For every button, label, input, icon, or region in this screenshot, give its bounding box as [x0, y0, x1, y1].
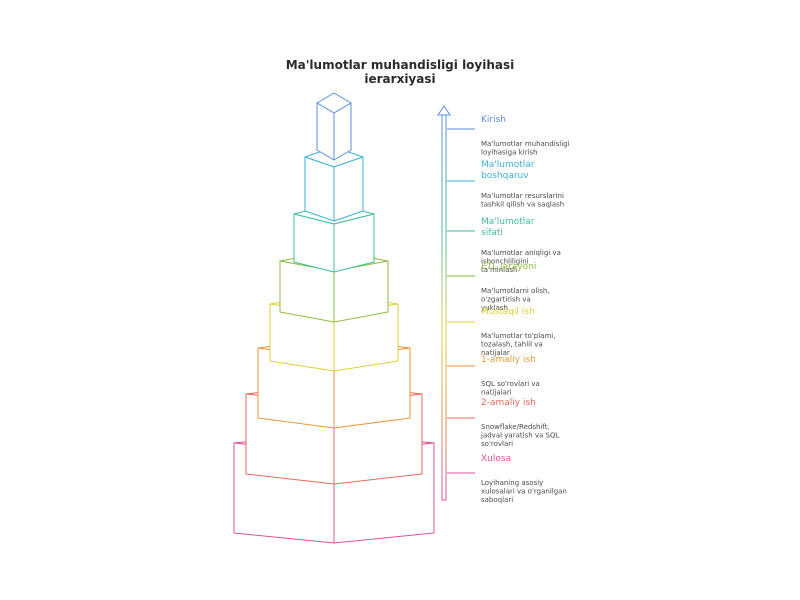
level-label: boshqaruv	[481, 171, 529, 181]
level-description: Loyihaning asosiy	[481, 479, 543, 487]
level-description: ishonchliligini	[481, 258, 529, 266]
level-description: natijalar	[481, 349, 510, 357]
title-line-2: ierarxiyasi	[364, 72, 436, 86]
level-label: ETL jarayoni	[481, 262, 536, 272]
level-label: Mustaqil ish	[481, 307, 535, 317]
diagram-title: Ma'lumotlar muhandisligi loyihasi ierarx…	[250, 58, 550, 86]
pyramid-box-3	[293, 203, 375, 273]
box-right-face	[333, 102, 352, 161]
level-description: o'zgartirish va	[481, 296, 531, 304]
level-description: xulosalari va o'rganilgan	[481, 488, 567, 496]
level-description: saboqlari	[481, 496, 513, 504]
level-description: tashkil qilish va saqlash	[481, 201, 564, 209]
level-label: 1-amaliy ish	[481, 355, 536, 365]
level-label: Ma'lumotlar	[481, 160, 535, 170]
level-description: yuklash	[481, 304, 508, 312]
level-label: sifati	[481, 228, 503, 238]
title-line-1: Ma'lumotlar muhandisligi loyihasi	[285, 58, 515, 72]
box-right-face	[333, 213, 375, 273]
level-description: ta'minlash	[481, 266, 517, 274]
level-label: 2-amaliy ish	[481, 398, 536, 408]
level-description: so'rovlari	[481, 440, 513, 448]
level-description: Ma'lumotlar to'plami,	[481, 332, 555, 340]
level-description: Snowflake/Redshift,	[481, 423, 550, 431]
level-description: loyihasiga kirish	[481, 149, 538, 157]
level-description: Ma'lumotlarni olish,	[481, 287, 550, 295]
box-left-face	[293, 213, 335, 273]
level-description: tozalash, tahlil va	[481, 341, 543, 349]
level-description: jadval yaratish va SQL	[480, 432, 559, 440]
arrow-head-icon	[437, 105, 451, 116]
level-label: Kirish	[481, 115, 506, 125]
box-left-face	[304, 156, 335, 222]
arrow-shaft	[441, 113, 447, 501]
box-right-face	[333, 156, 364, 222]
level-label: Ma'lumotlar	[481, 217, 535, 227]
level-description: Ma'lumotlar resurslarini	[481, 192, 564, 200]
level-description: SQL so'rovlari va	[481, 380, 540, 388]
pyramid-box-1	[316, 92, 352, 161]
hierarchy-arrow	[437, 105, 451, 501]
level-description: Ma'lumotlar muhandisligi	[481, 140, 570, 148]
level-label: Xulosa	[481, 454, 511, 464]
box-left-face	[316, 102, 335, 161]
level-description: Ma'lumotlar aniqligi va	[481, 249, 561, 257]
box-right-face	[333, 260, 389, 323]
level-description: natijalari	[481, 389, 512, 397]
